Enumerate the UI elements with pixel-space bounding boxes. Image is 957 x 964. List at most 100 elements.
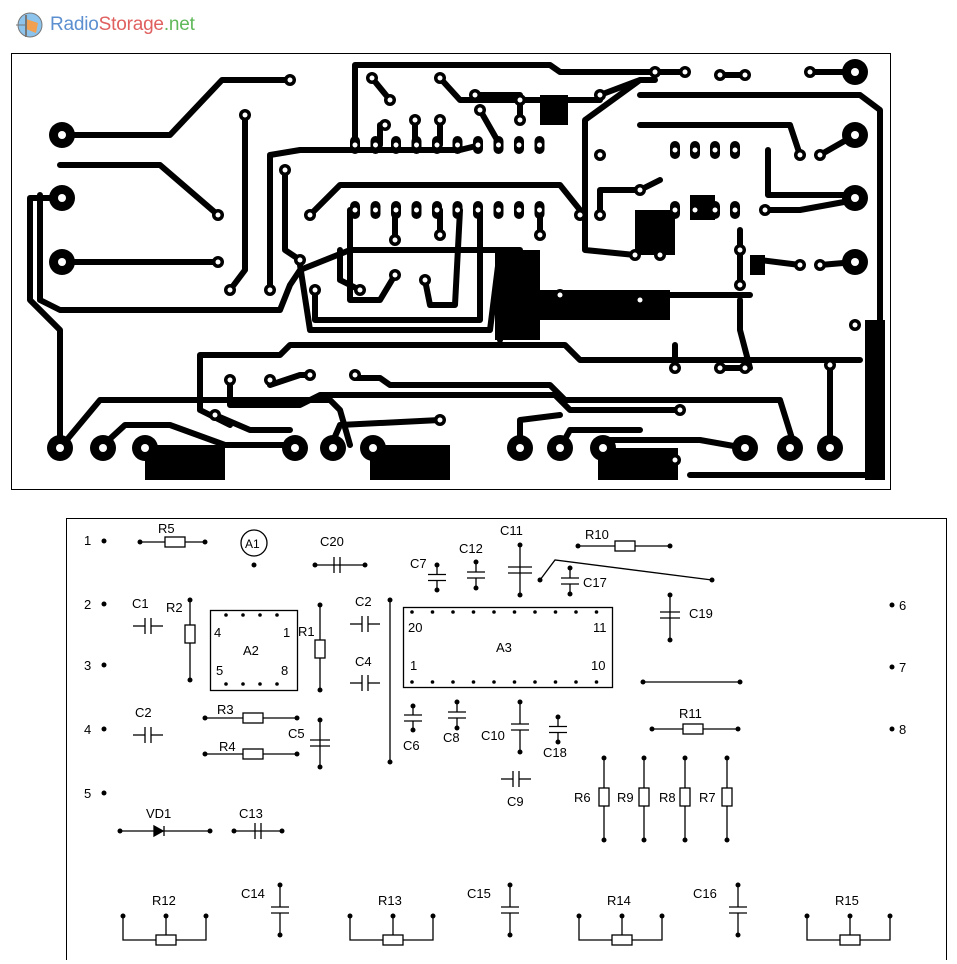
ic-pin-dot — [553, 610, 558, 614]
solder-point — [120, 913, 126, 919]
solder-point — [101, 726, 107, 732]
label-c20: C20 — [320, 534, 344, 549]
label-c4: C4 — [355, 654, 372, 669]
label-c8: C8 — [443, 730, 460, 745]
solder-point — [601, 755, 607, 761]
label-c15: C15 — [467, 886, 491, 901]
ic-pad-hole — [672, 207, 678, 213]
solder-point — [517, 542, 523, 548]
pcb-pad-hole — [826, 444, 834, 452]
ic-pin-dot — [533, 610, 537, 614]
a2-pin-1: 1 — [283, 625, 290, 640]
logo-text-storage: Storage — [98, 14, 164, 35]
ic-pad-hole — [393, 142, 399, 148]
solder-point — [517, 592, 523, 598]
solder-point — [889, 664, 895, 670]
pcb-via-hole — [307, 212, 313, 218]
pcb-pad-hole — [556, 444, 564, 452]
label-c14: C14 — [241, 886, 265, 901]
ic-pin-dot — [512, 610, 517, 614]
solder-point — [101, 790, 107, 796]
label-c6: C6 — [403, 738, 420, 753]
label-r11: R11 — [679, 706, 702, 721]
solder-point — [641, 837, 647, 843]
label-c2-top: C2 — [355, 594, 372, 609]
pcb-via-hole — [742, 72, 748, 78]
label-r13: R13 — [378, 893, 402, 908]
pcb-via-hole — [632, 252, 638, 258]
pcb-via-hole — [477, 107, 483, 113]
pcb-pad-hole — [851, 258, 859, 266]
label-c7: C7 — [410, 556, 427, 571]
label-r12: R12 — [152, 893, 176, 908]
solder-point — [576, 913, 582, 919]
ic-pin-dot — [258, 613, 262, 617]
solder-point — [735, 932, 741, 938]
solder-point — [567, 591, 573, 597]
pcb-via-hole — [437, 75, 443, 81]
solder-point — [294, 715, 300, 721]
ic-pin-dot — [492, 610, 496, 614]
pcb-via-hole — [682, 69, 688, 75]
solder-point — [187, 677, 193, 683]
pcb-pad-hole — [58, 131, 66, 139]
label-r1: R1 — [298, 624, 315, 639]
pcb-via-hole — [817, 262, 823, 268]
a2-pin-8: 8 — [281, 663, 288, 678]
solder-point — [454, 725, 460, 731]
a3-label: A3 — [496, 640, 512, 655]
ic-pin-dot — [258, 682, 262, 686]
pcb-via-hole — [807, 69, 813, 75]
solder-point — [507, 932, 513, 938]
pcb-via-hole — [657, 252, 663, 258]
pcb-via-hole — [597, 92, 603, 98]
pcb-via-hole — [215, 259, 221, 265]
solder-point — [101, 538, 107, 544]
pcb-via-hole — [227, 377, 233, 383]
a3-pin-20: 20 — [408, 620, 422, 635]
solder-point — [847, 913, 853, 919]
solder-point — [709, 577, 715, 583]
solder-point — [277, 882, 283, 888]
ic-pad-hole — [352, 142, 358, 148]
pcb-via-hole — [597, 212, 603, 218]
pcb-via-hole — [382, 122, 388, 128]
ic-pin-dot — [241, 613, 245, 617]
label-c12: C12 — [459, 541, 483, 556]
label-c16: C16 — [693, 886, 717, 901]
ic-pin-dot — [574, 610, 578, 614]
solder-point — [387, 759, 393, 765]
solder-point — [682, 837, 688, 843]
solder-point — [251, 562, 257, 568]
solder-point — [473, 585, 479, 591]
pcb-via-hole — [737, 247, 743, 253]
ic-pad-hole — [414, 207, 419, 213]
pcb-via-hole — [242, 112, 248, 118]
pcb-via-hole — [312, 287, 318, 293]
ic-pin-dot — [512, 680, 517, 684]
solder-point — [619, 913, 625, 919]
solder-point — [735, 726, 741, 732]
solder-point — [887, 913, 893, 919]
a2-pin-4: 4 — [214, 625, 221, 640]
solder-point — [537, 577, 543, 583]
solder-point — [555, 739, 561, 745]
pcb-via-hole — [287, 77, 293, 83]
pcb-via-hole — [437, 117, 443, 123]
ic-pad-hole — [455, 207, 460, 213]
ic-pad-hole — [414, 142, 419, 148]
label-c1: C1 — [132, 596, 149, 611]
pcb-via-hole — [672, 457, 678, 463]
label-c2-bottom: C2 — [135, 705, 152, 720]
solder-point — [294, 751, 300, 757]
pcb-pad-hole — [56, 444, 64, 452]
solder-point — [387, 597, 393, 603]
a3-pin-10: 10 — [591, 658, 605, 673]
solder-point — [101, 601, 107, 607]
label-c5: C5 — [288, 726, 305, 741]
solder-point — [434, 562, 440, 568]
label-r9: R9 — [617, 790, 634, 805]
pcb-pad-hole — [329, 444, 337, 452]
label-c9: C9 — [507, 794, 524, 809]
label-c10: C10 — [481, 728, 505, 743]
